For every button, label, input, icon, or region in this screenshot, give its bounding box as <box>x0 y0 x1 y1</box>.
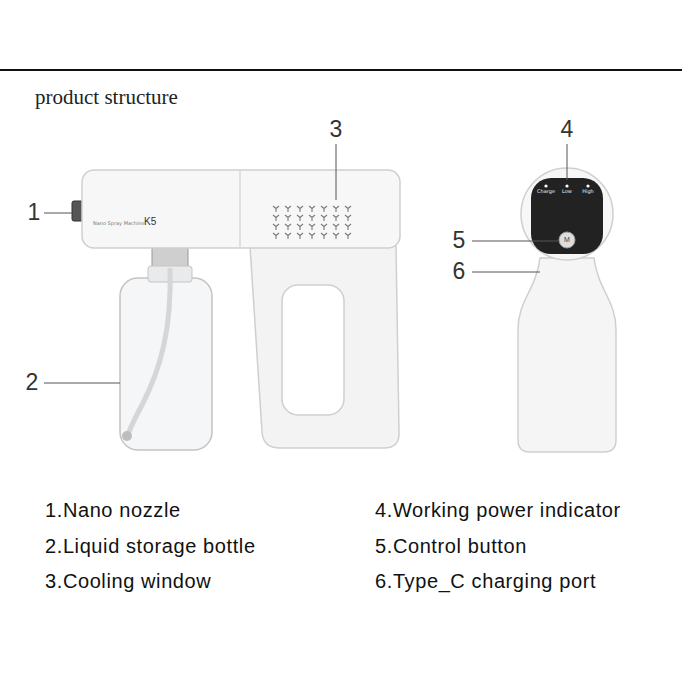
part-name: 1.Nano nozzle <box>45 499 181 521</box>
indicator-label: Low <box>562 189 572 195</box>
spray-gun-side-view <box>72 170 400 450</box>
callout-number: 2 <box>26 370 39 395</box>
part-name: 6.Type_C charging port <box>375 570 596 592</box>
button-label: M <box>564 236 570 244</box>
indicator-label: High <box>582 189 594 195</box>
indicator-label: Charge <box>537 189 555 195</box>
callout-number: 5 <box>453 228 466 253</box>
callout-number: 6 <box>453 259 466 284</box>
callout-number: 3 <box>330 117 343 142</box>
part-name: 5.Control button <box>375 535 527 557</box>
model-text: Nano Spray Machine <box>93 221 145 227</box>
header-rule <box>0 69 682 71</box>
leader-lines <box>44 144 567 383</box>
spray-gun-rear-view <box>518 168 616 452</box>
part-name: 2.Liquid storage bottle <box>45 535 256 557</box>
callout-number: 4 <box>561 117 574 142</box>
diagram-title: product structure <box>35 86 178 109</box>
model-name: K5 <box>144 216 156 227</box>
part-name: 3.Cooling window <box>45 570 211 592</box>
callout-number: 1 <box>28 200 41 225</box>
part-name: 4.Working power indicator <box>375 499 621 521</box>
